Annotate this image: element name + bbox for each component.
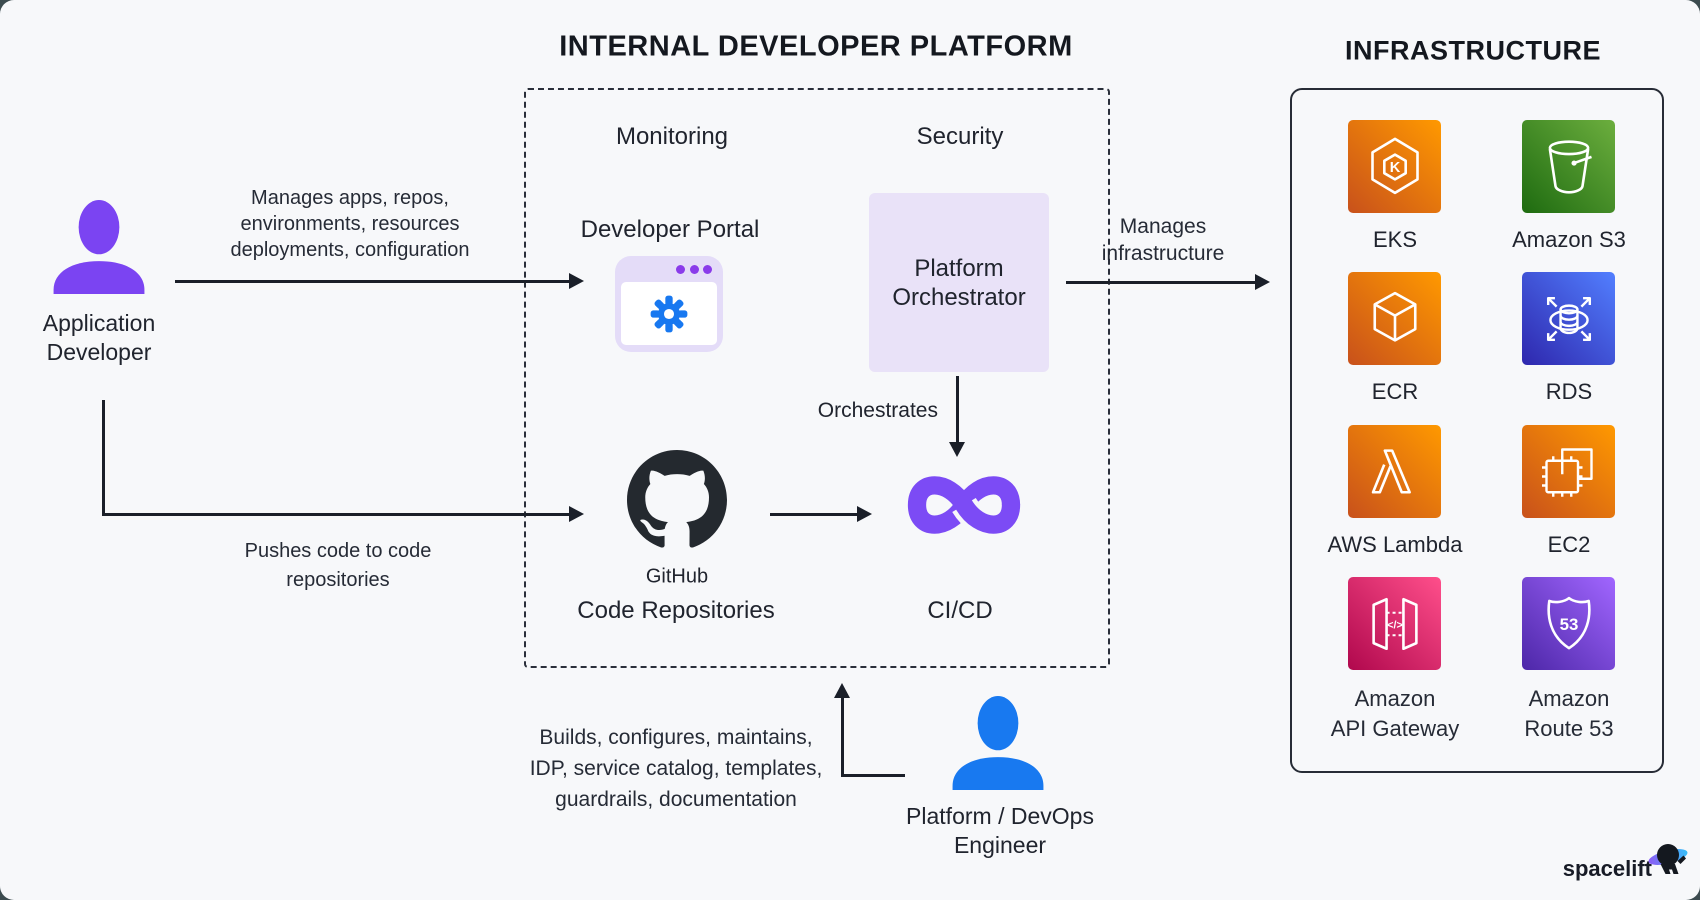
rds-icon: [1522, 272, 1615, 365]
application-developer-icon: [53, 200, 145, 294]
application-developer-label: Application Developer: [42, 310, 156, 365]
svg-text:</>: </>: [1387, 619, 1402, 631]
github-icon: [627, 450, 727, 548]
eks-icon: K: [1348, 120, 1441, 213]
security-label: Security: [916, 123, 1004, 150]
route53-label: Amazon Route 53: [1524, 686, 1614, 741]
api-gateway-icon: </>: [1348, 577, 1441, 670]
developer-portal-label: Developer Portal: [580, 216, 760, 243]
manages-apps-annotation: Manages apps, repos, environments, resou…: [230, 187, 470, 261]
devops-engineer-label: Platform / DevOps Engineer: [906, 803, 1094, 858]
svg-text:K: K: [1389, 160, 1400, 176]
eks-label: EKS: [1372, 227, 1418, 252]
api-gateway-label: Amazon API Gateway: [1330, 686, 1460, 741]
svg-text:53: 53: [1559, 615, 1578, 634]
builds-annotation: Builds, configures, maintains, IDP, serv…: [529, 726, 823, 811]
spacelift-mascot-icon: [1648, 844, 1688, 874]
spacelift-logo-text: spacelift: [1562, 856, 1652, 881]
platform-orchestrator-box: Platform Orchestrator: [869, 193, 1049, 372]
browser-dots-icon: [676, 265, 712, 274]
lambda-label: AWS Lambda: [1327, 532, 1463, 557]
internal-developer-platform-box: [524, 88, 1110, 668]
github-label: GitHub: [645, 565, 709, 588]
lambda-icon: [1348, 425, 1441, 518]
monitoring-label: Monitoring: [615, 123, 729, 150]
ec2-label: EC2: [1547, 532, 1591, 557]
pushes-code-annotation: Pushes code to code repositories: [244, 540, 432, 591]
ecr-label: ECR: [1371, 379, 1419, 404]
code-repositories-label: Code Repositories: [577, 597, 775, 624]
s3-icon: [1522, 120, 1615, 213]
ecr-icon: [1348, 272, 1441, 365]
ec2-icon: [1522, 425, 1615, 518]
cicd-infinity-icon: [907, 476, 1025, 539]
s3-label: Amazon S3: [1512, 227, 1626, 252]
developer-portal-icon: [615, 256, 723, 352]
infrastructure-title: INFRASTRUCTURE: [1345, 35, 1601, 66]
rds-label: RDS: [1545, 379, 1593, 404]
devops-engineer-icon: [952, 696, 1044, 790]
platform-title: INTERNAL DEVELOPER PLATFORM: [559, 30, 1073, 63]
gear-icon: [650, 295, 688, 332]
cicd-label: CI/CD: [927, 597, 993, 624]
orchestrates-label: Orchestrates: [817, 399, 938, 422]
manages-infrastructure-annotation: Manages infrastructure: [1101, 215, 1225, 265]
route53-icon: 53: [1522, 577, 1615, 670]
